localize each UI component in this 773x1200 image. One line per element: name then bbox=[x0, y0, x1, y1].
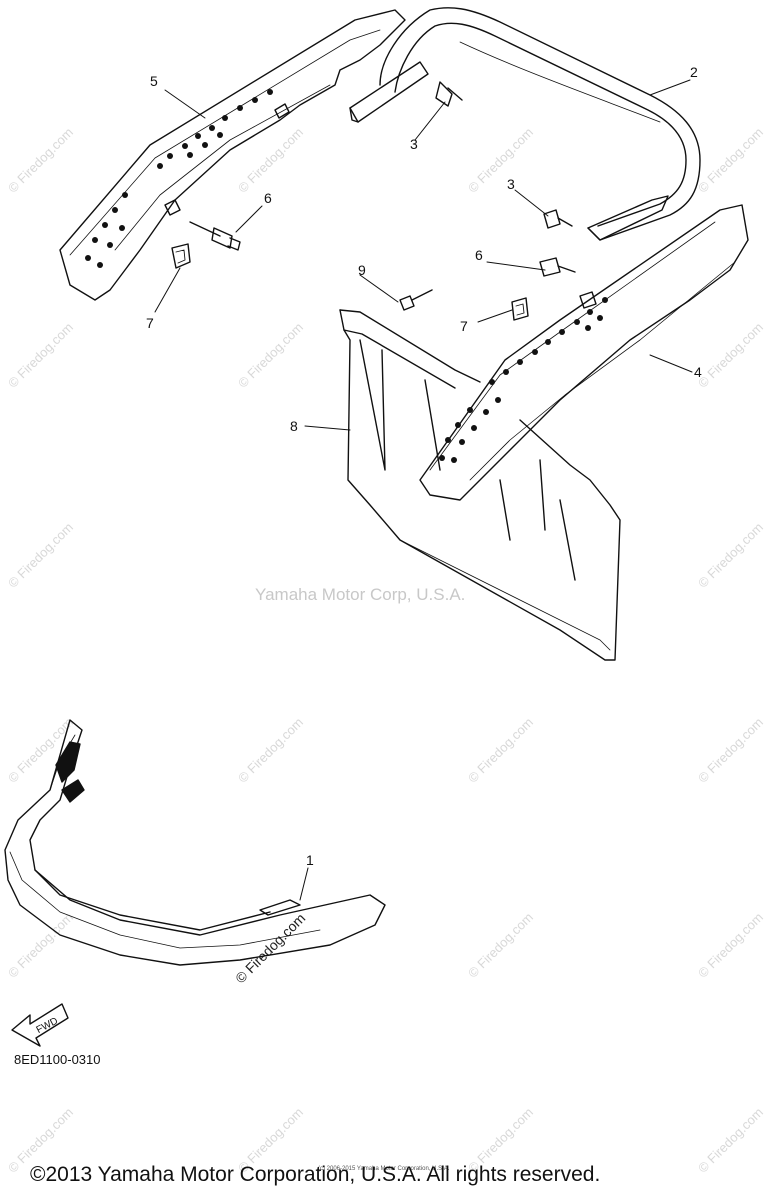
front-bumper bbox=[4, 719, 386, 966]
callout-1: 1 bbox=[306, 852, 314, 868]
left-clip bbox=[171, 243, 191, 269]
bolt-right bbox=[543, 209, 573, 229]
mud-flap bbox=[339, 309, 621, 661]
callout-9: 9 bbox=[358, 262, 366, 278]
rear-grab-bar bbox=[349, 7, 701, 241]
tiny-notice: (c) 2006-2015 Yamaha Motor Corporation, … bbox=[318, 1166, 450, 1172]
rivet bbox=[399, 289, 433, 311]
callout-8: 8 bbox=[290, 418, 298, 434]
callout-6-left: 6 bbox=[264, 190, 272, 206]
copyright-text: ©2013 Yamaha Motor Corporation, U.S.A. A… bbox=[30, 1163, 601, 1186]
center-watermark: Yamaha Motor Corp, U.S.A. bbox=[255, 585, 466, 604]
right-clip bbox=[511, 297, 529, 321]
callout-3-upper: 3 bbox=[410, 136, 418, 152]
right-bolt bbox=[539, 257, 576, 277]
right-footrest bbox=[419, 204, 749, 501]
fwd-arrow-icon: FWD bbox=[11, 1003, 69, 1047]
callout-5: 5 bbox=[150, 73, 158, 89]
callout-7-right: 7 bbox=[460, 318, 468, 334]
left-bolt bbox=[189, 221, 241, 251]
callout-6-right: 6 bbox=[475, 247, 483, 263]
callout-2: 2 bbox=[690, 64, 698, 80]
callout-4: 4 bbox=[694, 364, 702, 380]
callout-3-right: 3 bbox=[507, 176, 515, 192]
leader-lines bbox=[154, 79, 693, 901]
part-code: 8ED1100-0310 bbox=[14, 1052, 101, 1067]
bolt-upper bbox=[435, 81, 463, 107]
left-footrest bbox=[59, 9, 406, 301]
callout-7-left: 7 bbox=[146, 315, 154, 331]
